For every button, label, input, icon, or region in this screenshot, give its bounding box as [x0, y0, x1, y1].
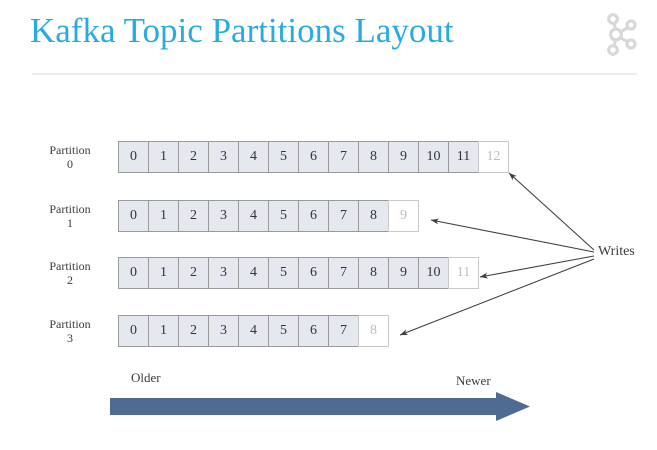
time-axis: Older Newer — [0, 370, 657, 430]
log-cell: 11 — [448, 141, 479, 173]
log-cell: 7 — [328, 315, 359, 347]
log-cell: 4 — [238, 141, 269, 173]
partition-row: Partition 3 0 1 2 3 4 5 6 7 8 — [0, 315, 657, 349]
log-cell: 6 — [298, 315, 329, 347]
log-cell: 4 — [238, 200, 269, 232]
partition-label-word: Partition — [49, 143, 91, 157]
partition-label-number: 2 — [67, 273, 73, 287]
log-cell: 5 — [268, 141, 299, 173]
partition-log-2: 0 1 2 3 4 5 6 7 8 9 10 11 — [118, 257, 479, 289]
title-divider — [32, 73, 637, 75]
log-cell-next-offset: 11 — [448, 257, 479, 289]
partition-label-number: 3 — [67, 331, 73, 345]
log-cell: 2 — [178, 141, 209, 173]
older-label: Older — [131, 370, 161, 385]
log-cell: 8 — [358, 141, 389, 173]
partition-label-word: Partition — [49, 202, 91, 216]
log-cell: 5 — [268, 257, 299, 289]
log-cell: 1 — [148, 200, 179, 232]
partition-label-3: Partition 3 — [30, 317, 110, 345]
page-title: Kafka Topic Partitions Layout — [30, 11, 454, 50]
log-cell: 9 — [388, 141, 419, 173]
log-cell: 2 — [178, 315, 209, 347]
log-cell: 0 — [118, 315, 149, 347]
partition-label-number: 0 — [67, 157, 73, 171]
log-cell-next-offset: 8 — [358, 315, 389, 347]
log-cell: 3 — [208, 200, 239, 232]
partition-label-1: Partition 1 — [30, 202, 110, 230]
log-cell-next-offset: 12 — [478, 141, 509, 173]
kafka-logo-icon — [600, 12, 642, 58]
log-cell: 9 — [388, 257, 419, 289]
log-cell: 7 — [328, 257, 359, 289]
log-cell: 2 — [178, 200, 209, 232]
log-cell: 6 — [298, 141, 329, 173]
log-cell: 6 — [298, 200, 329, 232]
time-direction-arrow-icon — [110, 392, 530, 421]
partition-row: Partition 0 0 1 2 3 4 5 6 7 8 9 10 11 12 — [0, 141, 657, 175]
log-cell: 6 — [298, 257, 329, 289]
partition-log-3: 0 1 2 3 4 5 6 7 8 — [118, 315, 389, 347]
log-cell-next-offset: 9 — [388, 200, 419, 232]
log-cell: 3 — [208, 315, 239, 347]
log-cell: 4 — [238, 315, 269, 347]
partition-row: Partition 1 0 1 2 3 4 5 6 7 8 9 — [0, 200, 657, 234]
log-cell: 10 — [418, 257, 449, 289]
log-cell: 5 — [268, 200, 299, 232]
partition-label-word: Partition — [49, 259, 91, 273]
partition-label-word: Partition — [49, 317, 91, 331]
log-cell: 1 — [148, 141, 179, 173]
partition-label-0: Partition 0 — [30, 143, 110, 171]
partition-label-number: 1 — [67, 216, 73, 230]
log-cell: 8 — [358, 200, 389, 232]
partition-label-2: Partition 2 — [30, 259, 110, 287]
log-cell: 5 — [268, 315, 299, 347]
log-cell: 0 — [118, 141, 149, 173]
partition-log-1: 0 1 2 3 4 5 6 7 8 9 — [118, 200, 419, 232]
log-cell: 8 — [358, 257, 389, 289]
log-cell: 2 — [178, 257, 209, 289]
log-cell: 3 — [208, 257, 239, 289]
partition-log-0: 0 1 2 3 4 5 6 7 8 9 10 11 12 — [118, 141, 509, 173]
log-cell: 7 — [328, 141, 359, 173]
writes-label: Writes — [598, 244, 635, 259]
log-cell: 10 — [418, 141, 449, 173]
log-cell: 0 — [118, 257, 149, 289]
newer-label: Newer — [456, 373, 491, 388]
partition-row: Partition 2 0 1 2 3 4 5 6 7 8 9 10 11 — [0, 257, 657, 291]
log-cell: 3 — [208, 141, 239, 173]
log-cell: 7 — [328, 200, 359, 232]
log-cell: 1 — [148, 257, 179, 289]
log-cell: 1 — [148, 315, 179, 347]
log-cell: 0 — [118, 200, 149, 232]
log-cell: 4 — [238, 257, 269, 289]
